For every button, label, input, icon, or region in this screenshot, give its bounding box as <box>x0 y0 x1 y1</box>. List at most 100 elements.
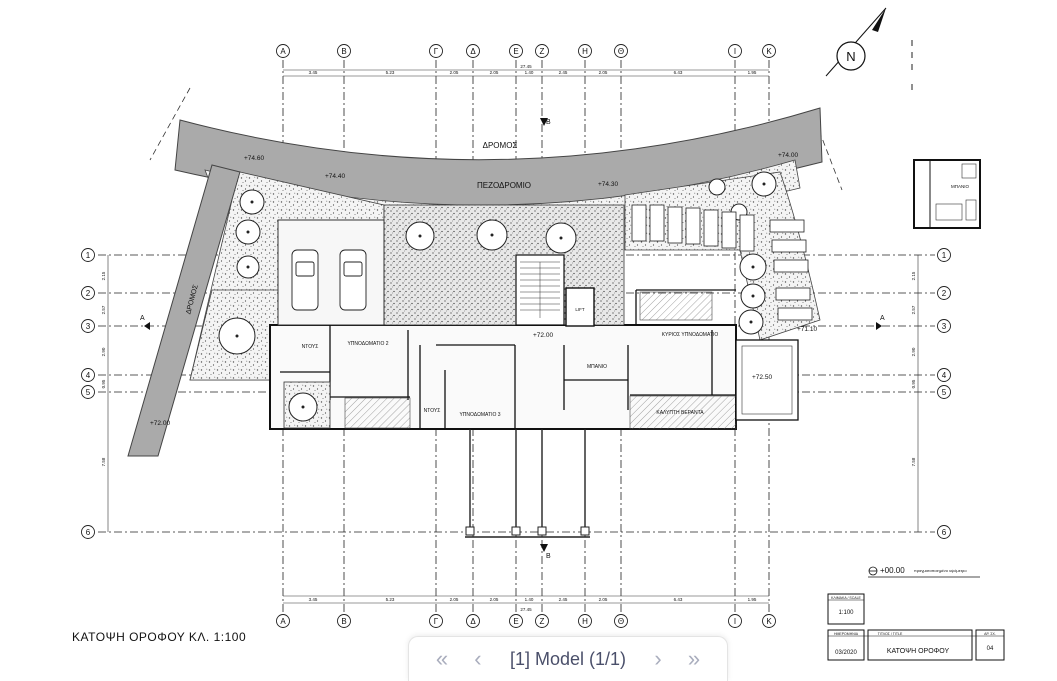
floor-plan-title: ΚΑΤΟΨΗ ΟΡΟΦΟΥ ΚΛ. 1:100 <box>72 630 247 644</box>
level-legend: +00.00 πραγματοποιημένο υψόμετρο <box>868 566 980 578</box>
row-label: 4 <box>86 371 91 380</box>
lift-label: LIFT <box>575 307 585 312</box>
dimension-labels: 27.45 3.45 5.23 2.05 2.05 1.40 2.45 2.05… <box>101 64 916 612</box>
row-label: 4 <box>942 371 947 380</box>
level-mark: +72.00 <box>150 420 170 427</box>
sheet-header: ΑΡ. ΣΧ. <box>984 632 996 636</box>
terrace-inner <box>741 345 793 415</box>
date-header: ΗΜΕΡΟΜΗΝΙΑ <box>834 632 859 636</box>
street-label: ΔΡΟΜΟΣ <box>483 141 518 150</box>
col-label: I <box>734 617 736 626</box>
col-label: I <box>734 47 736 56</box>
dim: 6.43 <box>674 70 683 75</box>
level-mark: +74.40 <box>325 173 345 180</box>
stair-treads <box>520 261 560 318</box>
col-label: Z <box>540 617 545 626</box>
model-pager: « ‹ [1] Model (1/1) › » <box>408 636 728 681</box>
col-label: A <box>280 617 286 626</box>
level-mark: +74.00 <box>778 152 798 159</box>
dim: 2.45 <box>559 597 568 602</box>
dim: 2.05 <box>490 70 499 75</box>
double-chevron-right-icon[interactable]: » <box>687 646 701 671</box>
col-label: Δ <box>470 47 476 56</box>
dim: 2.05 <box>599 597 608 602</box>
scale-value: 1:100 <box>838 610 854 616</box>
inset-bath-label: ΜΠΑΝΙΟ <box>951 184 969 189</box>
row-label: 5 <box>86 388 91 397</box>
row-label: 3 <box>86 322 91 331</box>
wardrobe-strip <box>639 291 713 321</box>
master-bedroom-label: ΚΥΡΙΟΣ ΥΠΝΟΔΩΜΑΤΙΟ <box>662 332 719 338</box>
section-marker-b-bottom: B <box>546 553 551 560</box>
dim: 5.23 <box>386 597 395 602</box>
col-label: Θ <box>618 617 624 626</box>
date-value: 03/2020 <box>835 650 857 656</box>
col-label: Θ <box>618 47 624 56</box>
title-block-text: ΚΛΙΜΑΚΑ / SCALE 1:100 ΗΜΕΡΟΜΗΝΙΑ 03/2020… <box>831 596 996 656</box>
scale-header: ΚΛΙΜΑΚΑ / SCALE <box>831 596 861 600</box>
chevron-right-icon[interactable]: › <box>654 646 662 671</box>
pilotis <box>465 429 590 538</box>
level-mark: +72.00 <box>533 332 553 339</box>
shower-label: ΝΤΟΥΣ <box>424 408 441 414</box>
level-mark: +72.50 <box>752 374 772 381</box>
bathroom-inset: ΜΠΑΝΙΟ <box>913 159 981 229</box>
bedroom3-label: ΥΠΝΟΔΩΜΑΤΙΟ 3 <box>459 412 500 418</box>
dim: 3.45 <box>309 597 318 602</box>
dim: 2.15 <box>911 271 916 280</box>
sheet-value: 04 <box>987 646 994 652</box>
dimension-lines <box>107 69 919 604</box>
col-label: B <box>341 617 346 626</box>
dim: 2.05 <box>490 597 499 602</box>
col-label: Γ <box>434 47 439 56</box>
legend-note: πραγματοποιημένο υψόμετρο <box>914 568 967 573</box>
chevron-left-icon[interactable]: ‹ <box>474 646 482 671</box>
dim: 7.58 <box>101 457 106 466</box>
row-label: 2 <box>86 289 91 298</box>
dim: 5.23 <box>386 70 395 75</box>
dim: 7.58 <box>911 457 916 466</box>
legend-level: +00.00 <box>880 566 905 575</box>
north-label: N <box>846 49 855 64</box>
level-mark: +74.30 <box>598 181 618 188</box>
level-mark: +74.60 <box>244 155 264 162</box>
col-label: E <box>513 617 518 626</box>
dim: 2.90 <box>911 347 916 356</box>
parking-stalls <box>631 204 813 321</box>
row-label: 2 <box>942 289 947 298</box>
row-label: 3 <box>942 322 947 331</box>
dim: 6.43 <box>674 597 683 602</box>
dim: 0.95 <box>101 379 106 388</box>
col-label: Γ <box>434 617 439 626</box>
dim: 1.40 <box>525 70 534 75</box>
dim: 2.57 <box>101 305 106 314</box>
col-label: H <box>582 617 588 626</box>
interior-walls <box>280 289 736 429</box>
dim: 1.95 <box>748 70 757 75</box>
dim: 2.05 <box>450 70 459 75</box>
col-label: Z <box>540 47 545 56</box>
col-label: Δ <box>470 617 476 626</box>
dim: 0.95 <box>911 379 916 388</box>
dim: 1.95 <box>748 597 757 602</box>
section-markers: B B A A <box>140 118 885 560</box>
model-page-label: [1] Model (1/1) <box>509 648 627 669</box>
row-label: 6 <box>86 528 91 537</box>
row-label: 5 <box>942 388 947 397</box>
double-chevron-left-icon[interactable]: « <box>435 646 449 671</box>
dim: 2.05 <box>599 70 608 75</box>
level-markers: +74.60 +74.40 +74.30 +74.00 +71.10 +72.0… <box>150 152 817 427</box>
bath-label: ΜΠΑΝΙΟ <box>587 364 607 370</box>
row-label: 1 <box>86 251 91 260</box>
dim: 2.45 <box>559 70 568 75</box>
col-label: H <box>582 47 588 56</box>
lift-shaft <box>565 287 595 327</box>
bedroom2-label: ΥΠΝΟΔΩΜΑΤΙΟ 2 <box>347 341 388 347</box>
column-bubbles <box>276 44 776 628</box>
section-marker-a-right: A <box>880 315 885 322</box>
room-labels: ΥΠΝΟΔΩΜΑΤΙΟ 2 ΥΠΝΟΔΩΜΑΤΙΟ 3 ΚΥΡΙΟΣ ΥΠΝΟΔ… <box>302 332 719 418</box>
title-block <box>827 593 1005 661</box>
col-label: A <box>280 47 286 56</box>
title-value: ΚΑΤΟΨΗ ΟΡΟΦΟΥ <box>887 648 950 655</box>
